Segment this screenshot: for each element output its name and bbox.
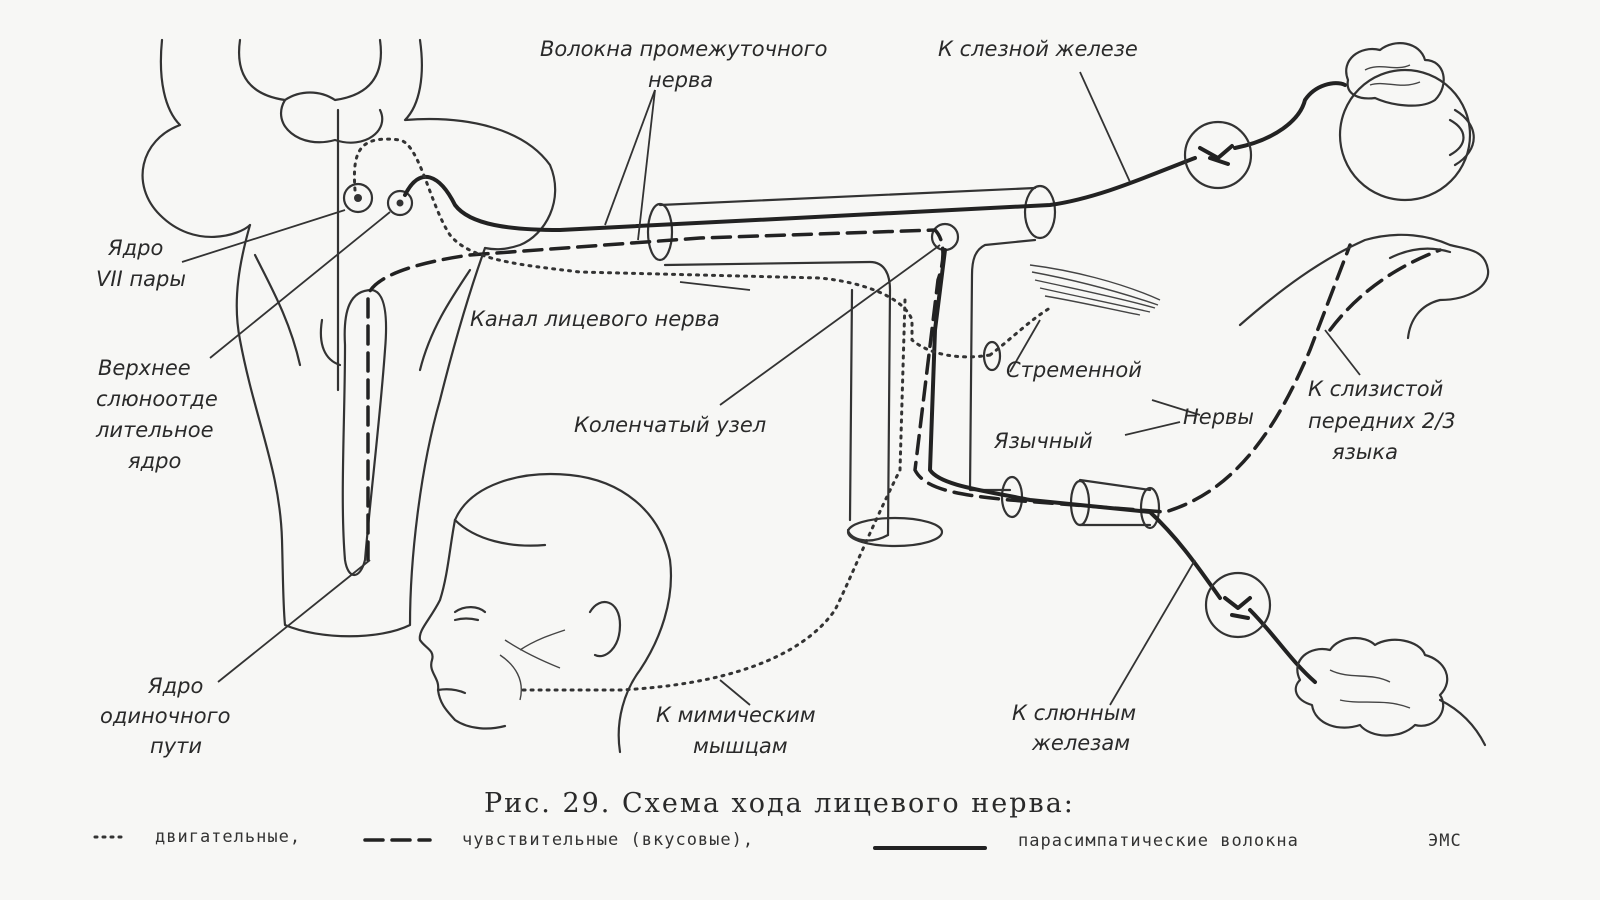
label-intermediate-fibers-line1: Волокна промежуточного: [540, 37, 827, 61]
legend-credit: ЭМС: [1428, 831, 1462, 851]
label-salivatory-line1: Верхнее: [98, 356, 191, 380]
motor-fibers: [352, 137, 1052, 692]
label-mucosa-line3: языка: [1332, 440, 1398, 464]
parasympathetic-fibers: [403, 81, 1347, 684]
facial-canal-drawing: [646, 184, 1161, 548]
label-intermediate-fibers-line2: нерва: [648, 68, 713, 92]
label-mimic-line2: мышцам: [693, 734, 788, 758]
legend: двигательные, чувствительные (вкусовые),…: [93, 827, 1462, 851]
label-stapedial: Стременной: [1006, 358, 1142, 382]
legend-sensory-label: чувствительные (вкусовые),: [462, 830, 754, 850]
leader-lines: [181, 71, 1361, 706]
sensory-fibers: [366, 228, 1442, 562]
label-mucosa-line1: К слизистой: [1308, 377, 1443, 401]
label-canal: Канал лицевого нерва: [470, 307, 720, 331]
nucleus-vii-marker: [342, 182, 374, 214]
label-geniculate: Коленчатый узел: [574, 413, 766, 437]
label-salivary-glands-line2: железам: [1031, 731, 1130, 755]
label-salivatory-line3: лительное: [95, 418, 214, 442]
label-salivary-glands-line1: К слюнным: [1012, 701, 1136, 725]
stapedius-muscle: [1029, 264, 1161, 316]
label-nerves: Нервы: [1183, 405, 1254, 429]
label-solitary-line1: Ядро: [147, 674, 203, 698]
label-solitary-line3: пути: [150, 734, 202, 758]
salivary-gland-drawing: [1294, 637, 1487, 747]
tongue-drawing: [1238, 233, 1490, 340]
salivatory-nucleus-marker: [386, 189, 414, 217]
legend-parasympathetic-label: парасимпатические волокна: [1018, 831, 1299, 851]
label-salivatory-line4: ядро: [128, 449, 181, 473]
label-mimic-line1: К мимическим: [656, 703, 816, 727]
figure-caption: Рис. 29. Схема хода лицевого нерва:: [484, 788, 1075, 819]
eye-drawing: [1338, 42, 1475, 202]
legend-motor-label: двигательные,: [155, 827, 301, 847]
label-nucleus-vii-line1: Ядро: [107, 236, 163, 260]
label-mucosa-line2: передних 2/3: [1308, 409, 1456, 433]
head-drawing: [418, 473, 672, 754]
label-salivatory-line2: слюноотде: [96, 387, 218, 411]
label-lacrimal: К слезной железе: [938, 37, 1138, 61]
submandibular-ganglion: [1204, 571, 1272, 639]
label-solitary-line2: одиночного: [100, 704, 230, 728]
lacrimal-ganglion: [1183, 120, 1253, 190]
brainstem-drawing: [141, 38, 557, 638]
label-lingual: Язычный: [993, 429, 1093, 453]
label-nucleus-vii-line2: VII пары: [96, 267, 186, 291]
geniculate-ganglion: [930, 222, 960, 252]
